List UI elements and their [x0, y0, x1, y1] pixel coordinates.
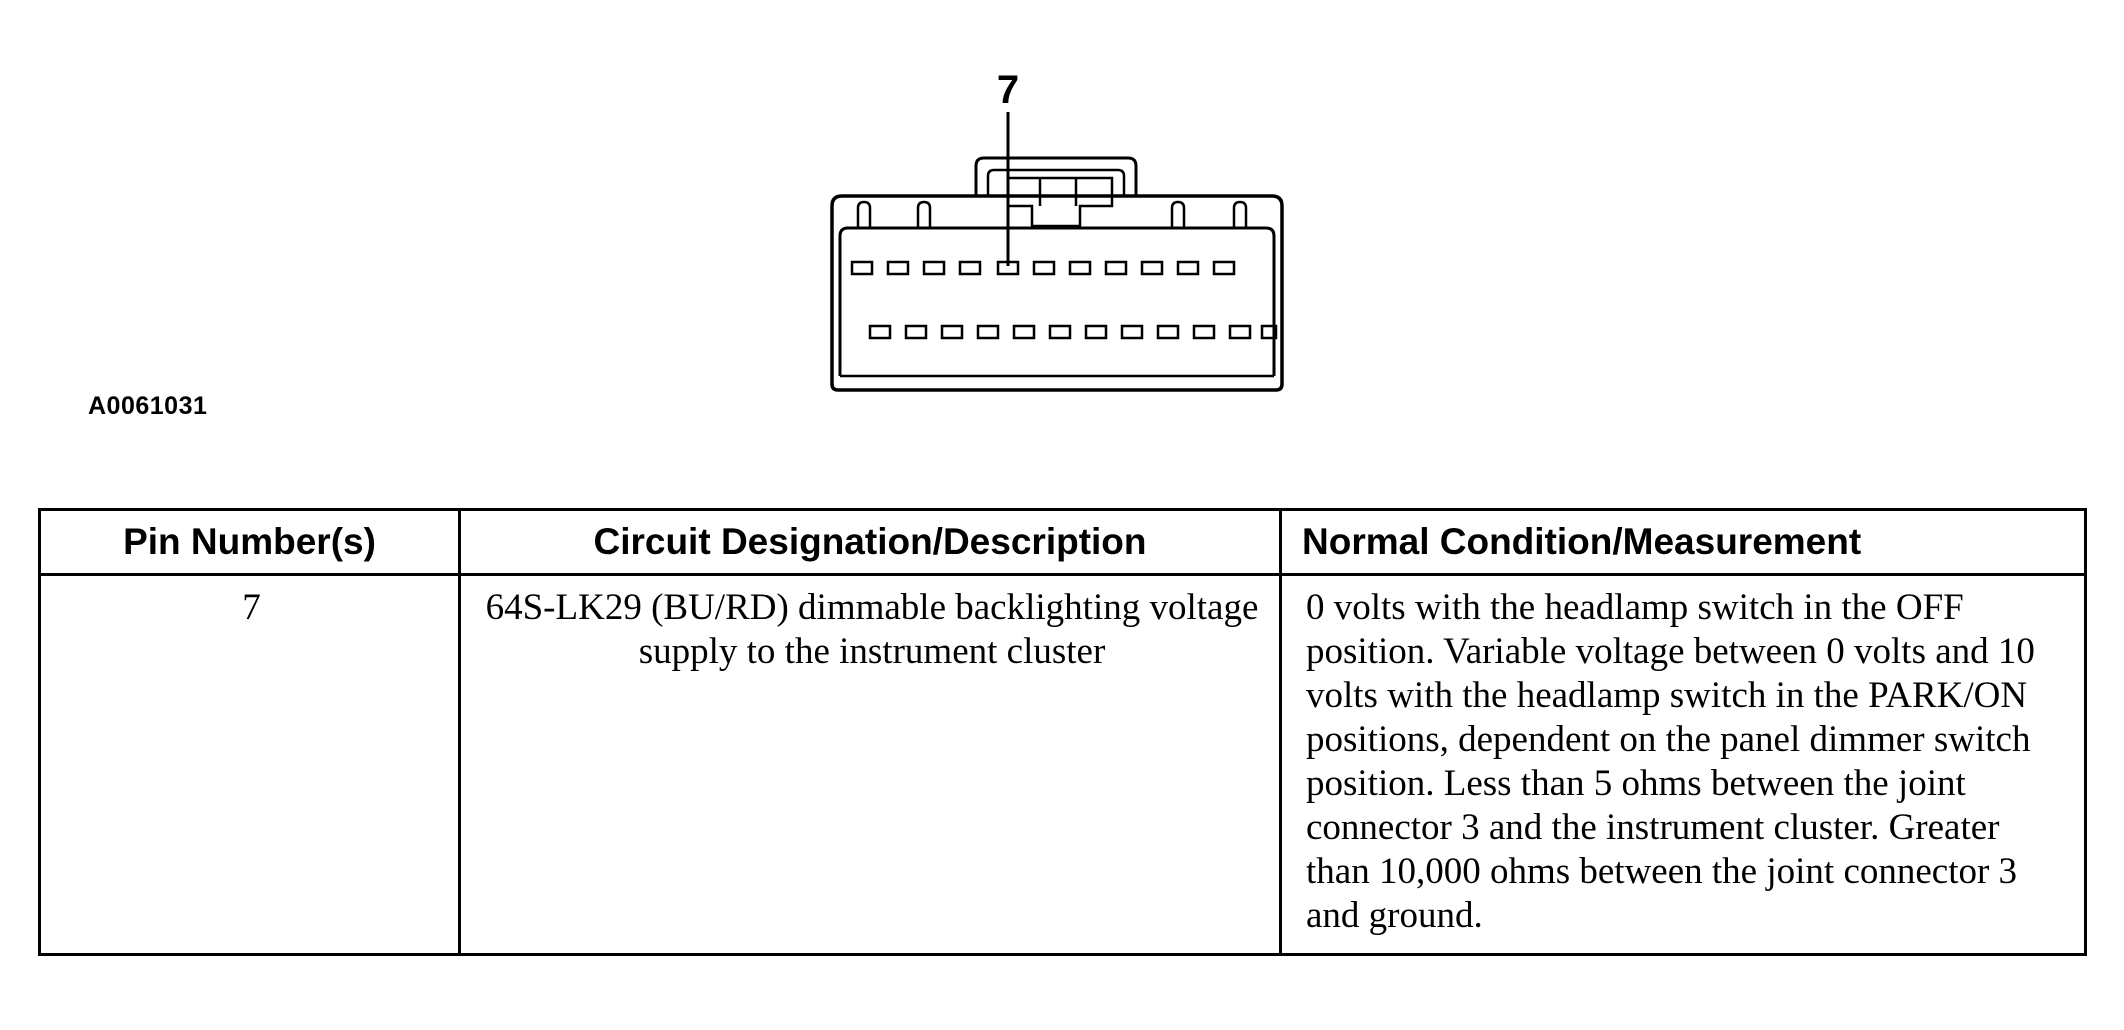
- pin-callout-label: 7: [997, 68, 1019, 112]
- table-header-row: Pin Number(s) Circuit Designation/Descri…: [38, 508, 2087, 576]
- cell-circuit: 64S-LK29 (BU/RD) dimmable backlighting v…: [458, 573, 1282, 956]
- header-pin-number: Pin Number(s): [38, 508, 461, 576]
- cell-condition: 0 volts with the headlamp switch in the …: [1279, 573, 2087, 956]
- figure-id: A0061031: [88, 392, 208, 420]
- header-circuit: Circuit Designation/Description: [458, 508, 1282, 576]
- pin-row-lower: [868, 324, 1278, 340]
- connector-body: [830, 156, 1284, 392]
- cell-pin: 7: [38, 573, 461, 956]
- header-condition: Normal Condition/Measurement: [1279, 508, 2087, 576]
- connector-face-diagram: 7: [830, 68, 1284, 392]
- pin-table: Pin Number(s) Circuit Designation/Descri…: [38, 508, 2087, 956]
- pin-row-upper: [850, 260, 1236, 276]
- table-row: 7 64S-LK29 (BU/RD) dimmable backlighting…: [38, 573, 2087, 956]
